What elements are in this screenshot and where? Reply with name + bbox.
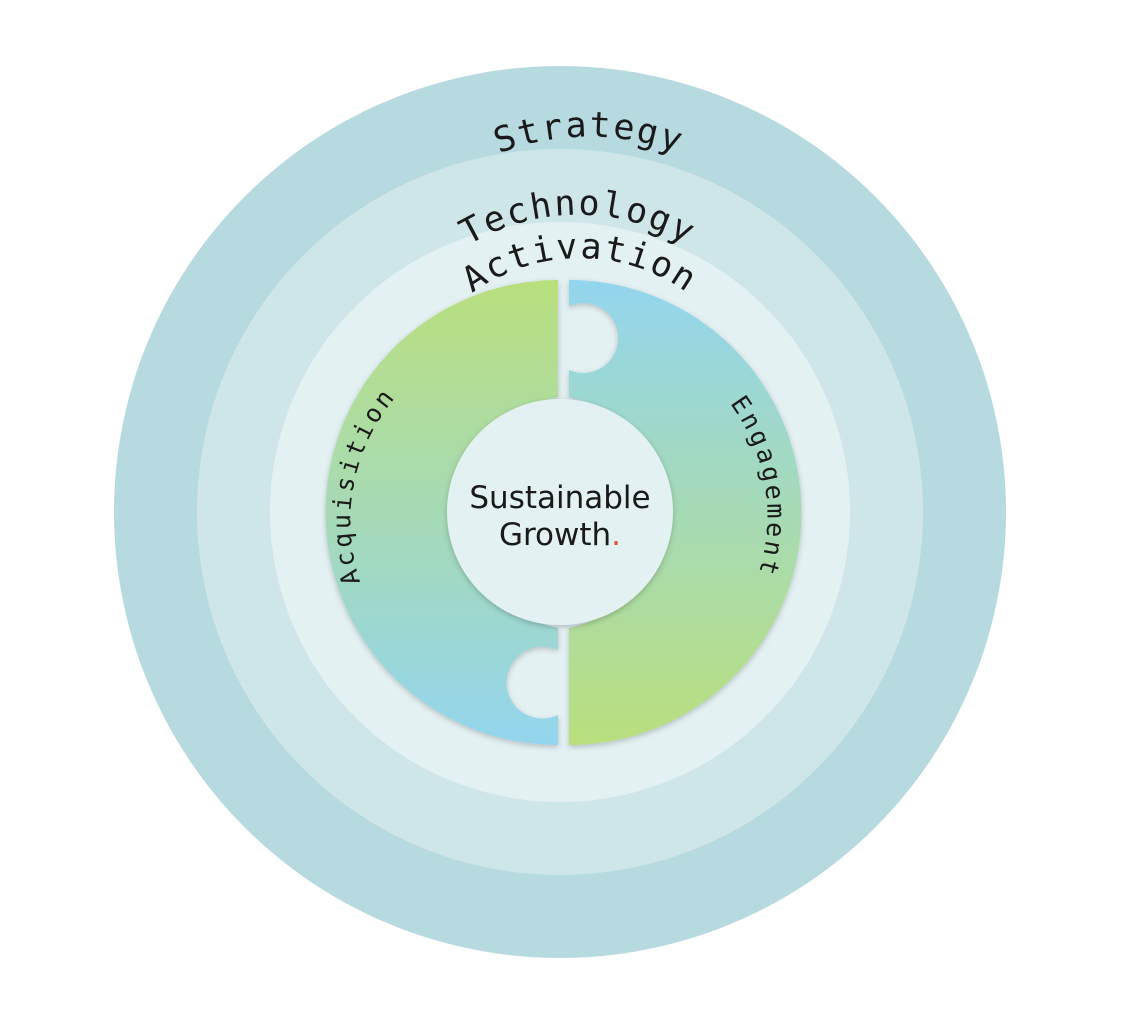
- center-title-line2: Growth.: [499, 517, 621, 553]
- puzzle-half-engagement: [569, 280, 802, 745]
- center-circle: [447, 399, 673, 625]
- accent-dot: .: [611, 517, 621, 553]
- center-title-line1: Sustainable: [469, 480, 650, 516]
- puzzle-half-acquisition: [325, 280, 558, 745]
- center-title-word: Growth: [499, 517, 611, 553]
